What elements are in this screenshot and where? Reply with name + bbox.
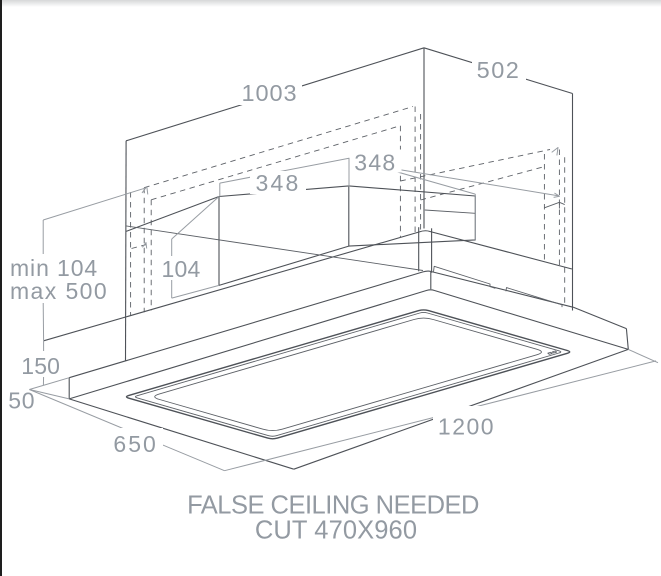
svg-text:50: 50 xyxy=(8,388,35,414)
svg-text:502: 502 xyxy=(477,57,521,83)
svg-text:CUT 470X960: CUT 470X960 xyxy=(255,517,417,545)
svg-text:650: 650 xyxy=(113,431,157,457)
svg-text:FALSE CEILING NEEDED: FALSE CEILING NEEDED xyxy=(187,492,479,520)
svg-text:min 104: min 104 xyxy=(10,255,98,281)
svg-text:348: 348 xyxy=(354,149,396,175)
svg-text:150: 150 xyxy=(21,353,60,379)
svg-text:max 500: max 500 xyxy=(10,278,108,304)
svg-text:1003: 1003 xyxy=(242,80,298,106)
svg-text:104: 104 xyxy=(162,256,201,282)
svg-text:348: 348 xyxy=(256,170,301,196)
svg-text:1200: 1200 xyxy=(438,414,495,440)
